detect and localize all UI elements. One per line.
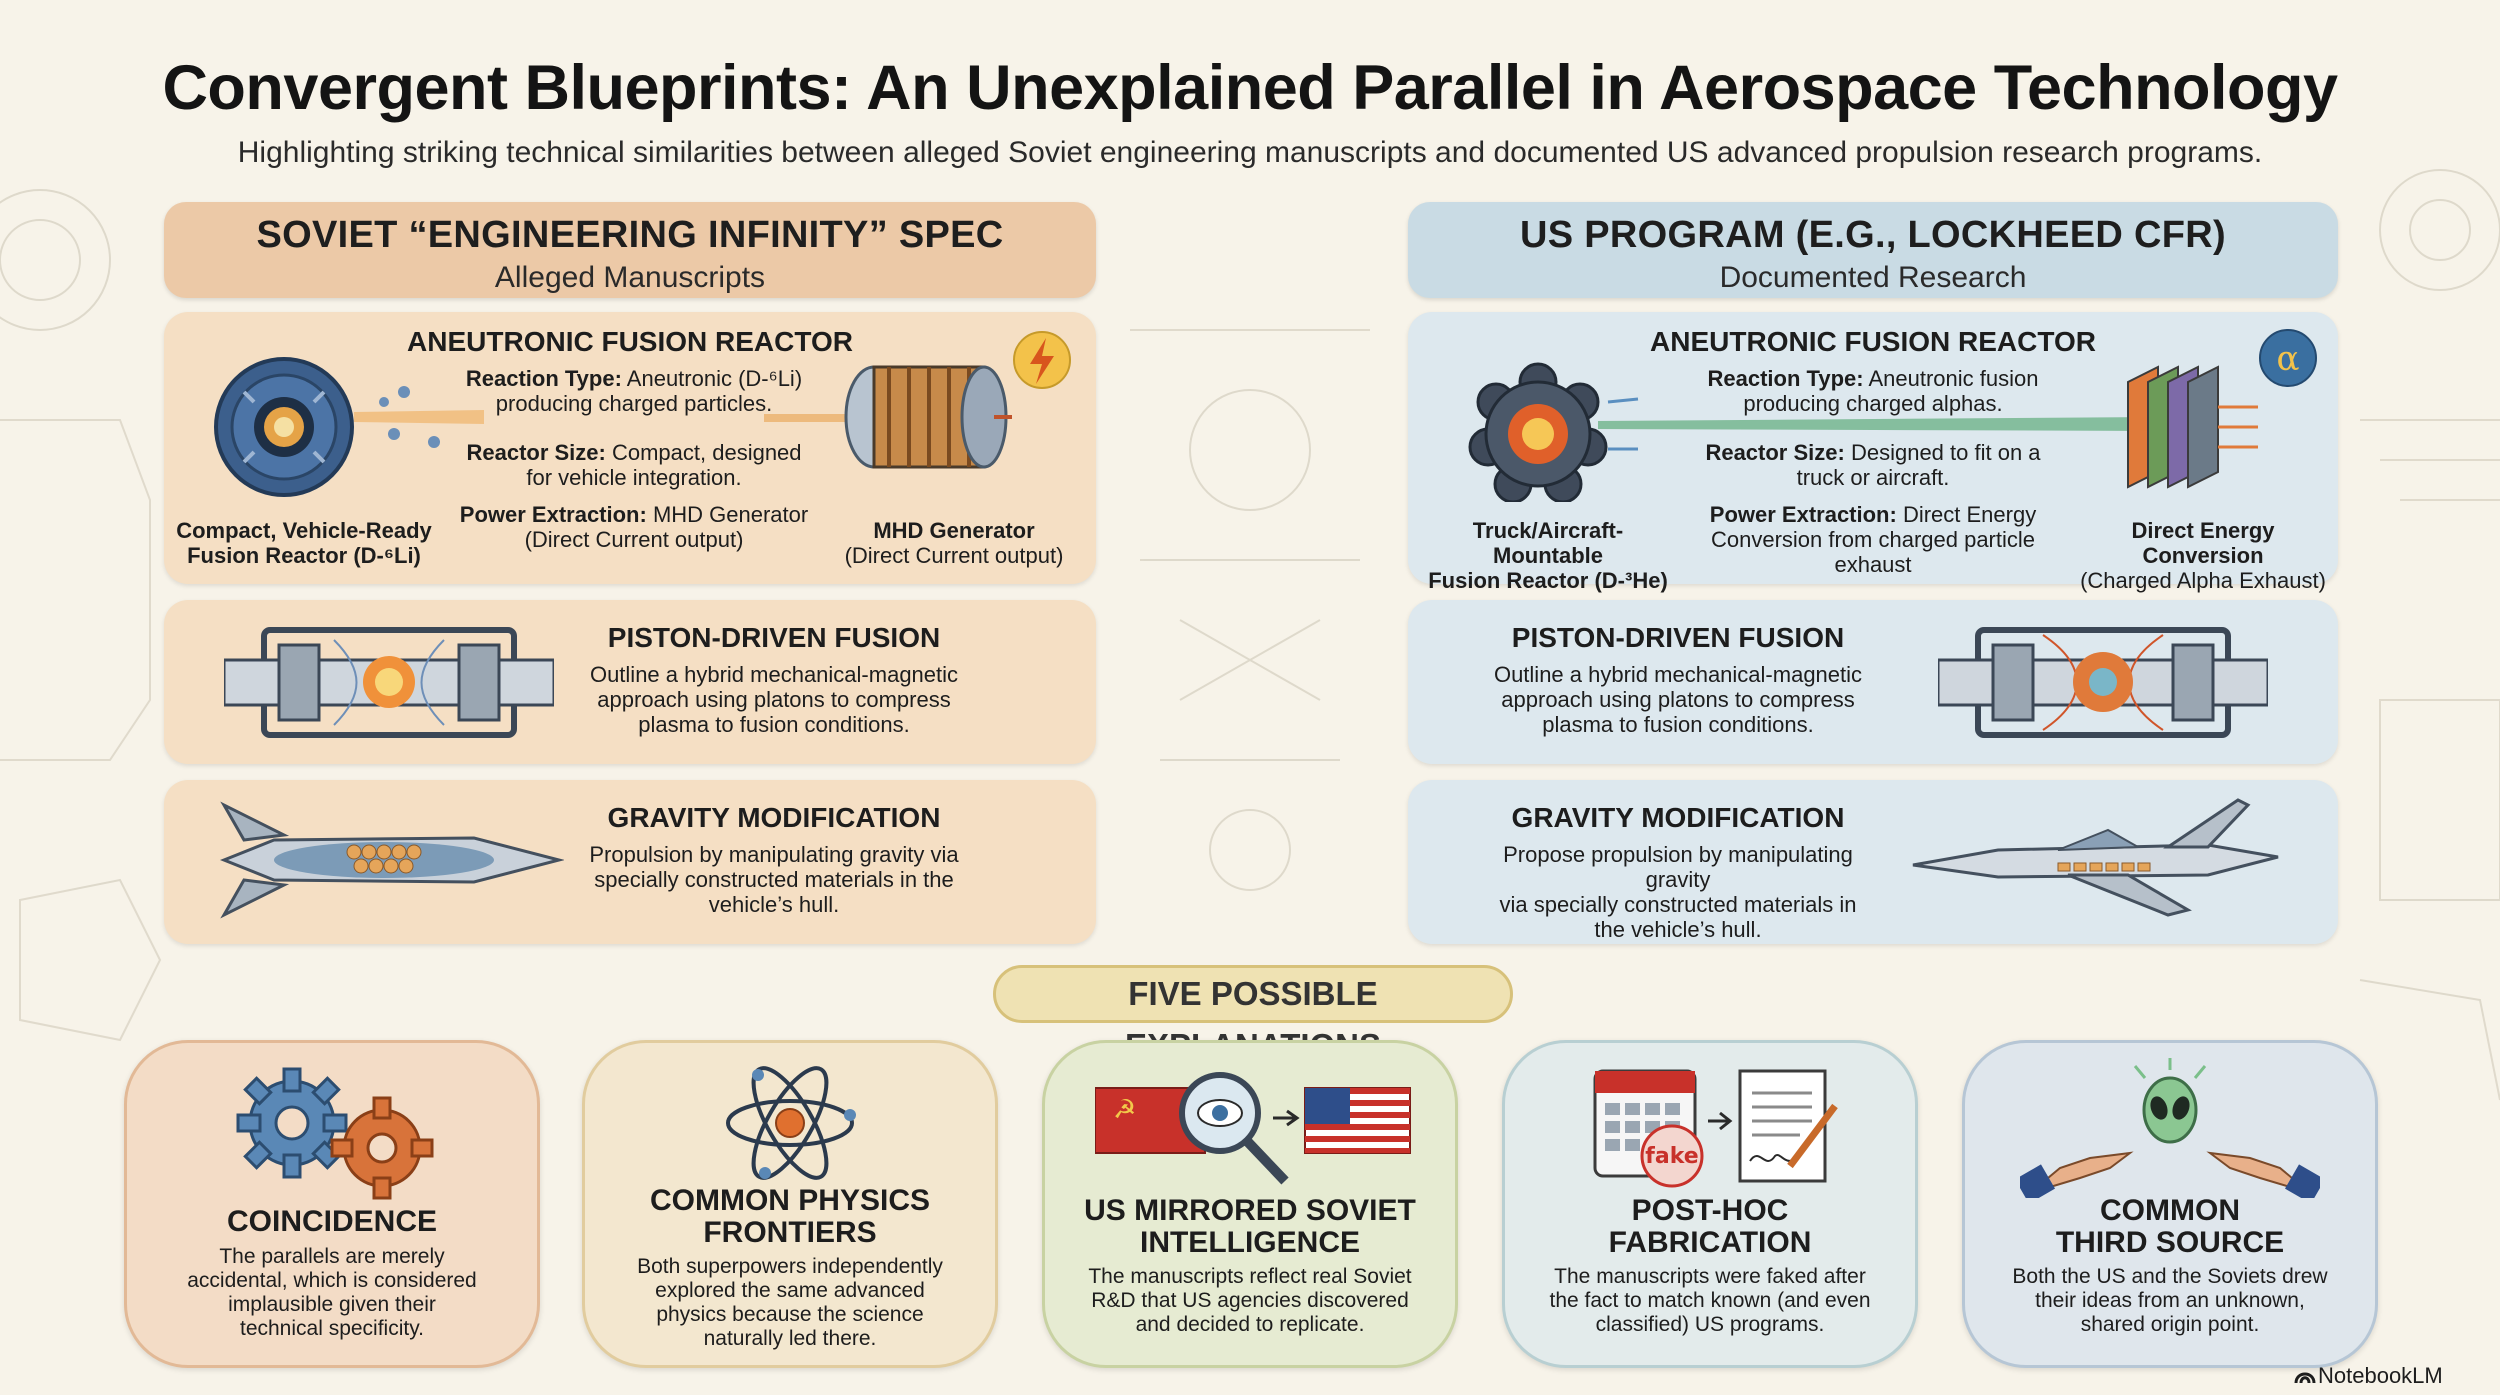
soviet-piston-title: PISTON-DRIVEN FUSION bbox=[607, 622, 941, 653]
us-gravity-description: Propose propulsion by manipulating gravi… bbox=[1499, 842, 1857, 942]
svg-text:☭: ☭ bbox=[1113, 1095, 1136, 1125]
fusion-reactor-icon bbox=[1468, 362, 1608, 502]
soviet-gravity-card: GRAVITY MODIFICATION Propulsion by manip… bbox=[164, 780, 1096, 944]
aircraft-icon bbox=[1912, 798, 2279, 917]
soviet-reactor-card: ANEUTRONIC FUSION REACTOR Reaction Type:… bbox=[164, 312, 1096, 584]
us-gravity-title: GRAVITY MODIFICATION bbox=[1511, 802, 1845, 833]
us-gravity-card: GRAVITY MODIFICATION Propose propulsion … bbox=[1408, 780, 2338, 944]
svg-text:α: α bbox=[2277, 339, 2300, 379]
soviet-piston-card: PISTON-DRIVEN FUSION Outline a hybrid me… bbox=[164, 600, 1096, 764]
us-reactor-details: Reaction Type: Aneutronic fusion produci… bbox=[1705, 366, 2041, 577]
us-reactor-title: ANEUTRONIC FUSION REACTOR bbox=[1650, 326, 2096, 357]
page-title: Convergent Blueprints: An Unexplained Pa… bbox=[162, 53, 2338, 123]
explanation-title: COINCIDENCE bbox=[226, 1205, 437, 1238]
gears-icon bbox=[236, 1067, 434, 1200]
soviet-header-title: SOVIET “ENGINEERING INFINITY” SPEC bbox=[256, 214, 1004, 256]
soviet-reactor-caption: Compact, Vehicle-Ready Fusion Reactor (D… bbox=[176, 518, 432, 568]
mhd-generator-icon bbox=[844, 365, 1012, 469]
alien-hands-icon bbox=[2020, 1058, 2320, 1198]
us-reactor-card: ANEUTRONIC FUSION REACTOR Reaction Type:… bbox=[1408, 312, 2338, 593]
us-header-title: US PROGRAM (E.G., LOCKHEED CFR) bbox=[1520, 214, 2226, 256]
particle-beam-icon bbox=[354, 386, 484, 448]
energy-conversion-plates-icon bbox=[2127, 365, 2258, 489]
soviet-header-subtitle: Alleged Manuscripts bbox=[494, 261, 766, 294]
magnifier-flags-icon: ☭ bbox=[1095, 1072, 1411, 1185]
mhd-generator-caption: MHD Generator (Direct Current output) bbox=[844, 518, 1064, 568]
notebooklm-logo-icon bbox=[2294, 1372, 2316, 1384]
piston-fusion-icon bbox=[1938, 627, 2268, 738]
lightning-icon bbox=[1013, 331, 1071, 389]
brand-label: NotebookLM bbox=[2318, 1363, 2443, 1388]
soviet-column-header: SOVIET “ENGINEERING INFINITY” SPEC Alleg… bbox=[164, 202, 1096, 298]
svg-text:fake: fake bbox=[1645, 1144, 1698, 1169]
us-piston-title: PISTON-DRIVEN FUSION bbox=[1511, 622, 1845, 653]
atom-icon bbox=[726, 1066, 856, 1180]
fusion-reactor-icon bbox=[214, 357, 354, 497]
soviet-gravity-title: GRAVITY MODIFICATION bbox=[607, 802, 941, 833]
us-reactor-caption: Truck/Aircraft-Mountable Fusion Reactor … bbox=[1428, 518, 1668, 593]
piston-fusion-icon bbox=[224, 627, 554, 738]
explanations-banner: FIVE POSSIBLE EXPLANATIONS bbox=[993, 965, 1513, 1064]
calendar-document-icon: fake bbox=[1593, 1069, 1838, 1188]
soviet-reactor-title: ANEUTRONIC FUSION REACTOR bbox=[407, 326, 853, 357]
soviet-reactor-details: Reaction Type: Aneutronic (D-⁶Li) produc… bbox=[459, 366, 809, 552]
us-column-header: US PROGRAM (E.G., LOCKHEED CFR) Document… bbox=[1408, 202, 2338, 298]
us-piston-card: PISTON-DRIVEN FUSION Outline a hybrid me… bbox=[1408, 600, 2338, 764]
page-subtitle: Highlighting striking technical similari… bbox=[237, 136, 2263, 169]
us-header-subtitle: Documented Research bbox=[1719, 261, 2027, 294]
spacecraft-icon bbox=[219, 801, 564, 919]
alpha-badge-icon: α bbox=[2259, 329, 2317, 387]
direct-energy-caption: Direct Energy Conversion (Charged Alpha … bbox=[2080, 518, 2326, 593]
